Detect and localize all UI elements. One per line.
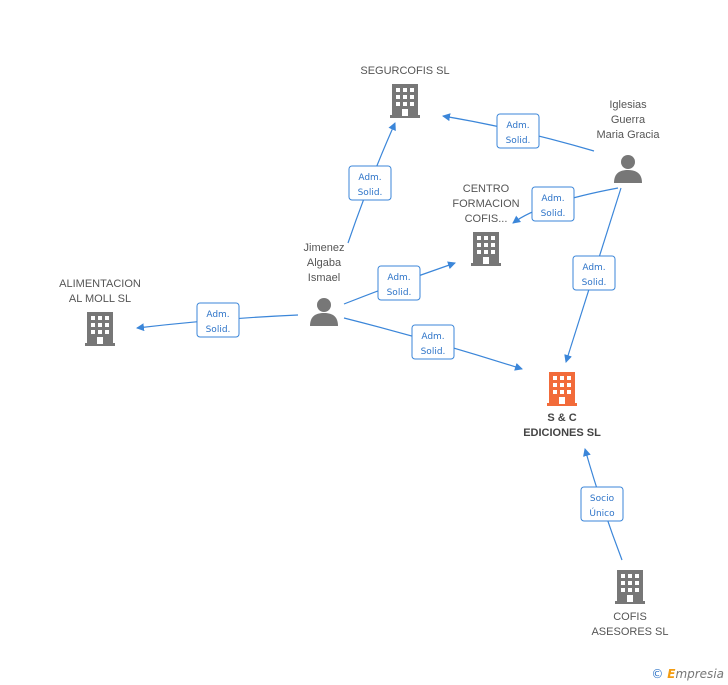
node-segurcofis[interactable]: SEGURCOFIS SL xyxy=(360,65,450,118)
edge-label-text: Adm. xyxy=(541,194,564,204)
edge-label-text: Solid. xyxy=(206,325,231,335)
building-icon[interactable] xyxy=(471,232,501,266)
node-label[interactable]: ASESORES SL xyxy=(591,626,668,638)
edge-label-box xyxy=(377,265,421,301)
node-label[interactable]: EDICIONES SL xyxy=(523,427,601,439)
edge-label-text: Adm. xyxy=(387,273,410,283)
person-icon[interactable] xyxy=(614,155,642,183)
edge-label-text: Adm. xyxy=(358,173,381,183)
edge-iglesias-sc: Adm. Solid. xyxy=(564,187,622,363)
edge-label-box xyxy=(496,113,540,149)
empresia-brand: © Empresia xyxy=(651,667,724,681)
edge-jimenez-centro: Adm. Solid. xyxy=(343,261,456,305)
nodes-layer: SEGURCOFIS SL CENTRO FORMACION COFIS... ALIM… xyxy=(59,65,668,638)
edge-label-text: Solid. xyxy=(506,136,531,146)
building-icon[interactable] xyxy=(547,372,577,406)
node-label[interactable]: CENTRO xyxy=(463,183,510,195)
node-label[interactable]: Maria Gracia xyxy=(597,129,661,141)
node-label[interactable]: Guerra xyxy=(611,114,646,126)
edge-label-text: Solid. xyxy=(387,288,412,298)
edge-label-text: Adm. xyxy=(206,310,229,320)
copyright-icon: © xyxy=(651,667,664,681)
edge-label-box xyxy=(196,302,240,338)
node-label[interactable]: Ismael xyxy=(308,272,340,284)
brand-name: mpresia xyxy=(675,667,724,681)
node-label[interactable]: Iglesias xyxy=(609,99,647,111)
edge-jimenez-alimentacion: Adm. Solid. xyxy=(136,302,299,338)
node-label[interactable]: S & C xyxy=(547,412,576,424)
node-label[interactable]: FORMACION xyxy=(452,198,519,210)
node-label[interactable]: ALIMENTACION xyxy=(59,278,141,290)
node-label[interactable]: COFIS xyxy=(613,611,647,623)
edge-label-text: Adm. xyxy=(506,121,529,131)
edge-label-text: Solid. xyxy=(358,188,383,198)
brand-letter: E xyxy=(667,667,676,681)
edge-label-text: Socio xyxy=(590,494,615,504)
edge-label-text: Solid. xyxy=(421,347,446,357)
node-label[interactable]: Jimenez xyxy=(304,242,345,254)
edge-label-box xyxy=(572,255,616,291)
edge-label-box xyxy=(531,186,575,222)
node-label[interactable]: SEGURCOFIS SL xyxy=(360,65,449,77)
edge-iglesias-segurcofis: Adm. Solid. xyxy=(442,113,595,152)
edge-jimenez-sc: Adm. Solid. xyxy=(343,317,523,371)
node-sc[interactable]: S & C EDICIONES SL xyxy=(523,372,601,439)
edge-label-box xyxy=(348,165,392,201)
edge-jimenez-segurcofis: Adm. Solid. xyxy=(347,122,396,244)
node-centro[interactable]: CENTRO FORMACION COFIS... xyxy=(452,183,520,266)
person-icon[interactable] xyxy=(310,298,338,326)
edge-label-text: Solid. xyxy=(582,278,607,288)
edge-label-text: Adm. xyxy=(421,332,444,342)
edges-layer: Adm. Solid. Adm. Solid. Adm. Solid. Adm. Solid.… xyxy=(136,113,624,561)
node-label[interactable]: COFIS... xyxy=(465,213,508,225)
edge-label-box xyxy=(580,486,624,522)
node-alimentacion[interactable]: ALIMENTACION AL MOLL SL xyxy=(59,278,141,346)
node-label[interactable]: Algaba xyxy=(307,257,342,269)
node-cofis[interactable]: COFIS ASESORES SL xyxy=(591,570,669,638)
edge-label-text: Adm. xyxy=(582,263,605,273)
building-icon[interactable] xyxy=(85,312,115,346)
building-icon[interactable] xyxy=(390,84,420,118)
node-label[interactable]: AL MOLL SL xyxy=(69,293,131,305)
building-icon[interactable] xyxy=(615,570,645,604)
edge-label-text: Solid. xyxy=(541,209,566,219)
edge-label-box xyxy=(411,324,455,360)
edge-label-text: Único xyxy=(589,507,615,519)
edge-iglesias-centro: Adm. Solid. xyxy=(512,186,619,224)
